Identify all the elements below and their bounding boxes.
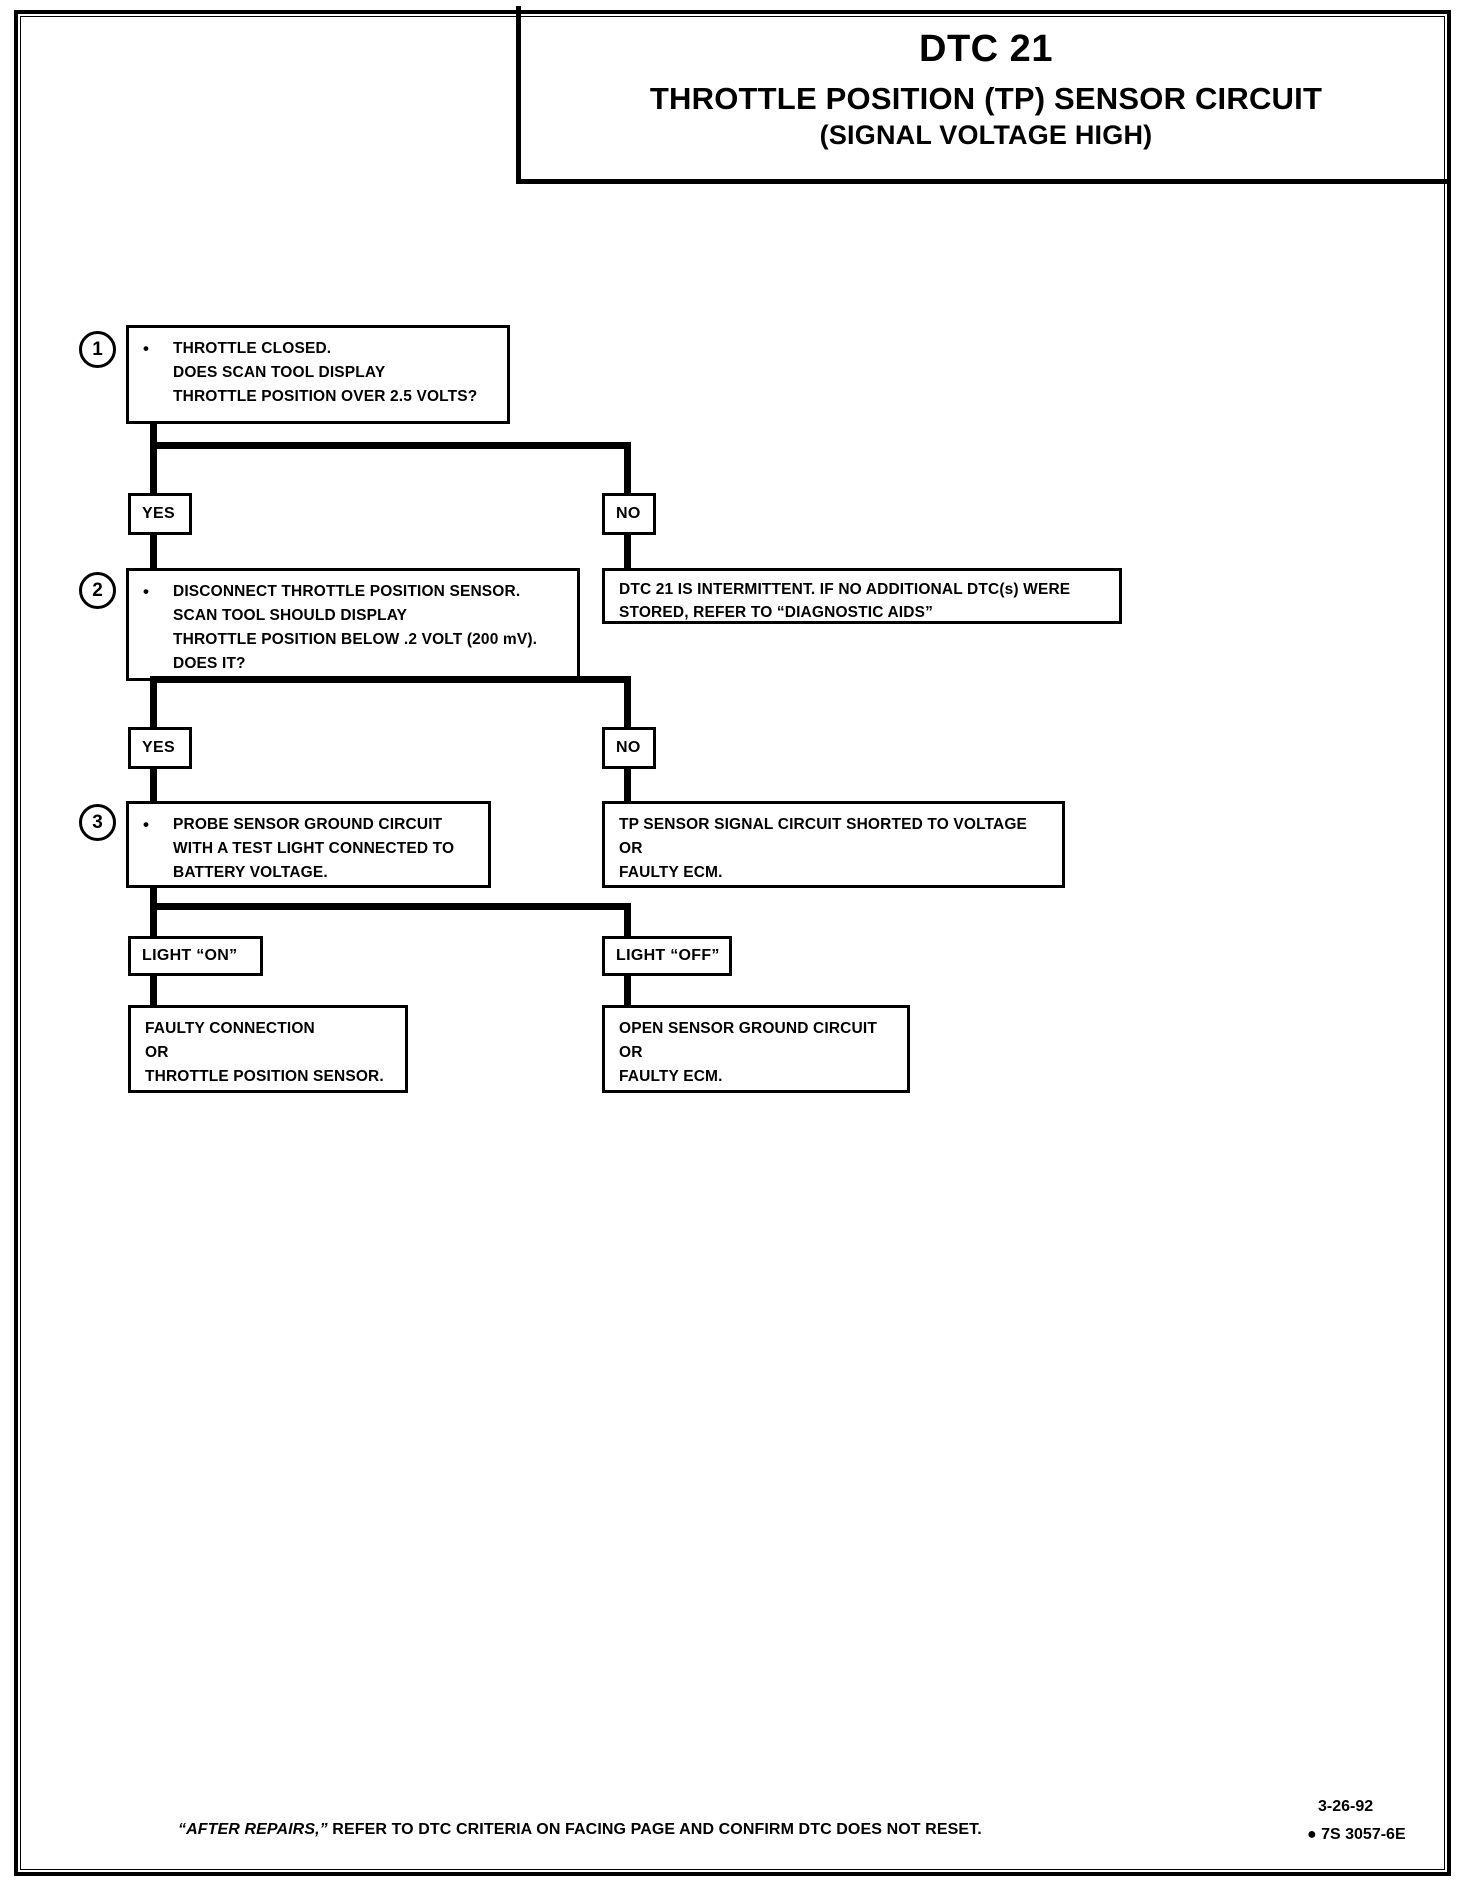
title-dtc: DTC 21	[919, 28, 1053, 70]
result-box-open-ground: OPEN SENSOR GROUND CIRCUIT OR FAULTY ECM…	[602, 1005, 910, 1093]
step-2-line-2: SCAN TOOL SHOULD DISPLAY	[173, 607, 408, 624]
connector-1-stem	[150, 424, 157, 449]
connector-2-horizontal	[150, 676, 631, 683]
step-box-1: • THROTTLE CLOSED. DOES SCAN TOOL DISPLA…	[126, 325, 510, 424]
title-block: DTC 21 THROTTLE POSITION (TP) SENSOR CIR…	[516, 6, 1451, 184]
result-open-line-1: OPEN SENSOR GROUND CIRCUIT	[619, 1020, 877, 1037]
connector-3-off-drop	[624, 903, 631, 939]
connector-3-on-drop	[150, 903, 157, 939]
title-main: THROTTLE POSITION (TP) SENSOR CIRCUIT	[649, 81, 1323, 116]
connector-yes1-to-step2	[150, 535, 157, 571]
title-subtitle: (SIGNAL VOLTAGE HIGH)	[819, 120, 1153, 150]
step-3-line-1: PROBE SENSOR GROUND CIRCUIT	[173, 816, 443, 833]
footer-note-italic: “AFTER REPAIRS,”	[178, 1821, 328, 1838]
connector-yes2-to-step3	[150, 769, 157, 803]
bullet-icon: •	[143, 582, 150, 601]
connector-no2-to-result	[624, 769, 631, 803]
footer-date: 3-26-92	[1318, 1798, 1374, 1815]
result-faulty-line-1: FAULTY CONNECTION	[145, 1020, 315, 1037]
bullet-icon: •	[143, 815, 150, 834]
result-intermittent-line-1: DTC 21 IS INTERMITTENT. IF NO ADDITIONAL…	[619, 581, 1071, 598]
branch-tag-no-2: NO	[602, 727, 656, 769]
result-open-line-2: OR	[619, 1044, 643, 1061]
result-faulty-line-3: THROTTLE POSITION SENSOR.	[145, 1068, 384, 1085]
step-2-line-3: THROTTLE POSITION BELOW .2 VOLT (200 mV)…	[173, 631, 538, 648]
result-intermittent-line-2: STORED, REFER TO “DIAGNOSTIC AIDS”	[619, 604, 933, 621]
result-box-shorted: TP SENSOR SIGNAL CIRCUIT SHORTED TO VOLT…	[602, 801, 1065, 888]
branch-tag-yes-2: YES	[128, 727, 192, 769]
result-box-faulty-connection: FAULTY CONNECTION OR THROTTLE POSITION S…	[128, 1005, 408, 1093]
result-shorted-line-1: TP SENSOR SIGNAL CIRCUIT SHORTED TO VOLT…	[619, 816, 1028, 833]
connector-1-no-drop	[624, 442, 631, 496]
step-2-line-1: DISCONNECT THROTTLE POSITION SENSOR.	[173, 583, 521, 600]
branch-tag-no-1: NO	[602, 493, 656, 535]
step-number-2: 2	[79, 572, 116, 609]
branch-tag-light-off: LIGHT “OFF”	[602, 936, 732, 976]
step-1-line-3: THROTTLE POSITION OVER 2.5 VOLTS?	[173, 388, 478, 405]
connector-3-horizontal	[150, 903, 631, 910]
connector-2-yes-drop	[150, 676, 157, 730]
connector-1-horizontal	[150, 442, 631, 449]
result-shorted-line-3: FAULTY ECM.	[619, 864, 723, 881]
step-3-line-3: BATTERY VOLTAGE.	[173, 864, 328, 881]
step-2-line-4: DOES IT?	[173, 655, 246, 672]
page-border-inner	[20, 16, 1445, 1870]
connector-on-to-result	[150, 976, 157, 1007]
result-open-line-3: FAULTY ECM.	[619, 1068, 723, 1085]
step-number-1: 1	[79, 331, 116, 368]
step-box-2: • DISCONNECT THROTTLE POSITION SENSOR. S…	[126, 568, 580, 681]
result-shorted-line-2: OR	[619, 840, 643, 857]
connector-1-yes-drop	[150, 442, 157, 496]
connector-off-to-result	[624, 976, 631, 1007]
branch-tag-yes-1: YES	[128, 493, 192, 535]
footer-code: ● 7S 3057-6E	[1307, 1826, 1406, 1843]
step-1-line-2: DOES SCAN TOOL DISPLAY	[173, 364, 386, 381]
connector-2-no-drop	[624, 676, 631, 730]
connector-no1-to-result	[624, 535, 631, 571]
step-3-line-2: WITH A TEST LIGHT CONNECTED TO	[173, 840, 455, 857]
step-1-line-1: THROTTLE CLOSED.	[173, 340, 332, 357]
bullet-icon: •	[143, 339, 150, 358]
footer-note-rest: REFER TO DTC CRITERIA ON FACING PAGE AND…	[327, 1821, 982, 1838]
connector-3-stem	[150, 888, 157, 910]
step-number-3: 3	[79, 804, 116, 841]
step-box-3: • PROBE SENSOR GROUND CIRCUIT WITH A TES…	[126, 801, 491, 888]
result-faulty-line-2: OR	[145, 1044, 169, 1061]
page-border	[14, 10, 1451, 1876]
footer-note: “AFTER REPAIRS,” REFER TO DTC CRITERIA O…	[178, 1821, 982, 1839]
branch-tag-light-on: LIGHT “ON”	[128, 936, 263, 976]
result-box-intermittent: DTC 21 IS INTERMITTENT. IF NO ADDITIONAL…	[602, 568, 1122, 624]
